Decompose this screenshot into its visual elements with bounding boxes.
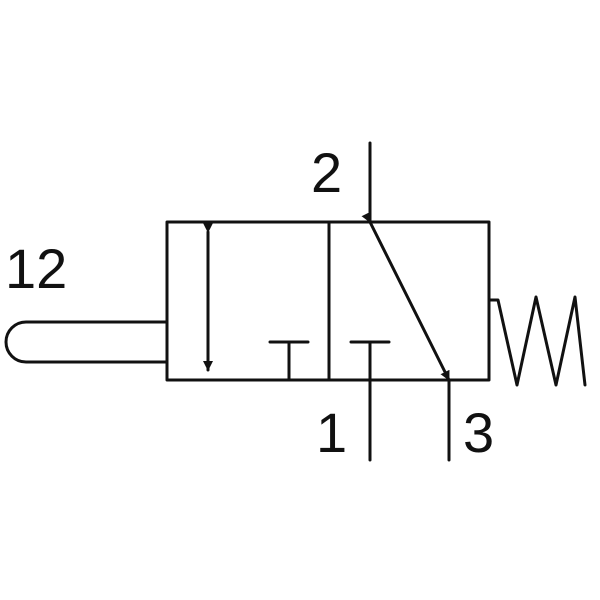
spring-return (487, 295, 587, 387)
right-envelope-blocked-port (349, 340, 391, 382)
plunger-actuator (4, 320, 169, 364)
right-envelope-flow-arrow (361, 211, 451, 382)
port-label-1: 1 (316, 401, 347, 464)
port-label-2: 2 (311, 141, 342, 204)
port-label-12: 12 (5, 237, 67, 300)
left-envelope-blocked-port (268, 340, 310, 382)
port-label-3: 3 (463, 401, 494, 464)
